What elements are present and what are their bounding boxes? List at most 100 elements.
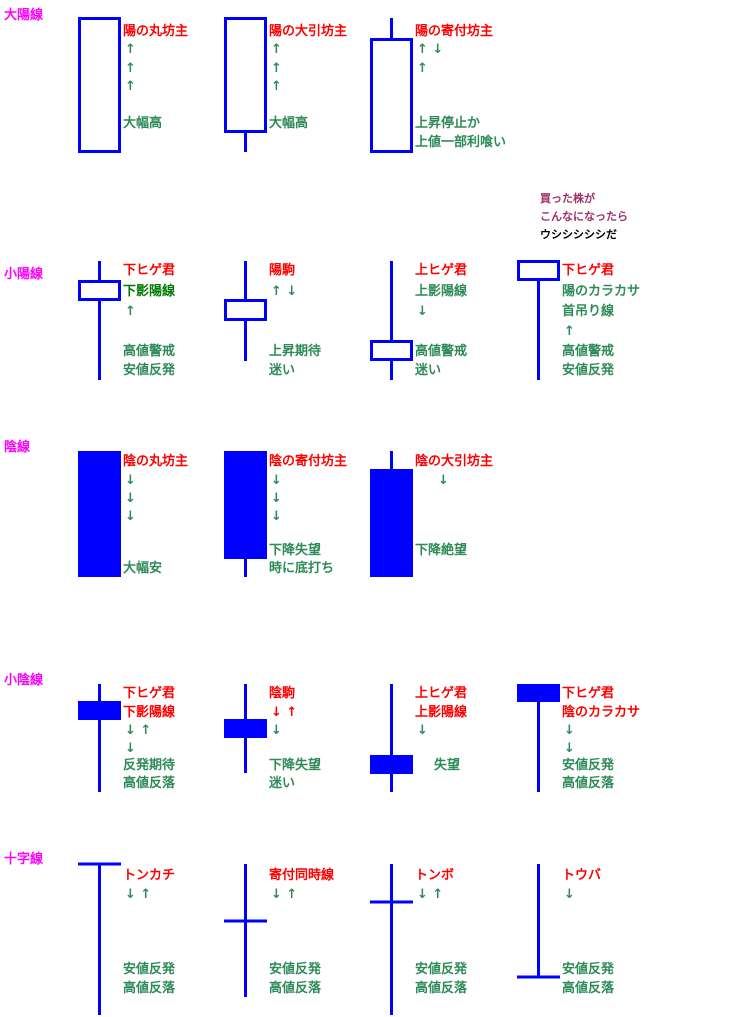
candle-body-yin xyxy=(370,469,413,577)
pattern-name: 陽の寄付坊主 xyxy=(415,24,494,39)
pattern-line: ↓ xyxy=(417,304,428,319)
pattern-line: ↓ xyxy=(417,723,428,738)
pattern-name: 陰の寄付坊主 xyxy=(269,454,348,469)
pattern-line: 迷い xyxy=(415,363,442,378)
pattern-line: 安値反発 xyxy=(562,962,615,977)
pattern-name: トウバ xyxy=(562,868,602,883)
pattern-line: 上昇期待 xyxy=(269,344,322,359)
pattern-line: 上影陽線 xyxy=(415,284,468,299)
candle-body-yang xyxy=(370,38,413,153)
pattern-name: 上ヒゲ君 xyxy=(415,263,468,278)
pattern-line: ↓ xyxy=(425,473,449,488)
pattern-line: ↑ xyxy=(564,324,575,339)
pattern-line: 安値反発 xyxy=(123,363,176,378)
pattern-line: ↓ xyxy=(125,491,136,506)
side-note-line-1: 買った株が xyxy=(540,192,595,205)
pattern-line: 反発期待 xyxy=(123,758,176,773)
pattern-line: ↑ xyxy=(271,61,282,76)
pattern-line: 高値警戒 xyxy=(123,344,176,359)
pattern-line: 下降絶望 xyxy=(415,543,468,558)
pattern-line: ↓ xyxy=(125,509,136,524)
candle-body-yang xyxy=(78,280,121,301)
pattern-name: 陽駒 xyxy=(269,263,296,278)
pattern-name: 下ヒゲ君 xyxy=(123,686,176,701)
section-title-small-yang: 小陽線 xyxy=(4,267,44,282)
pattern-line: ↓ ↑ xyxy=(271,887,298,902)
pattern-line: 安値反発 xyxy=(123,962,176,977)
pattern-line: 大幅高 xyxy=(123,116,163,131)
section-title-doji: 十字線 xyxy=(4,852,44,867)
side-note-line-3: ウシシシシシだ xyxy=(540,228,617,241)
pattern-line: ↓ xyxy=(271,509,282,524)
candle-body-yin xyxy=(517,684,560,702)
pattern-line: 迷い xyxy=(269,776,296,791)
candle-body-yang xyxy=(78,17,121,153)
side-note-line-2: こんなになったら xyxy=(540,210,628,223)
pattern-name: 陽の丸坊主 xyxy=(123,24,189,39)
pattern-line: 安値反発 xyxy=(562,758,615,773)
pattern-line: 下影陽線 xyxy=(123,284,176,299)
pattern-name: 下ヒゲ君 xyxy=(562,263,615,278)
pattern-name: 下ヒゲ君 xyxy=(562,686,615,701)
pattern-line: ↑ xyxy=(271,79,282,94)
candle-body-yang xyxy=(224,299,267,321)
pattern-name: トンカチ xyxy=(123,868,176,883)
pattern-name: 陰の大引坊主 xyxy=(415,454,494,469)
pattern-line: ↓ xyxy=(271,723,282,738)
pattern-line: ↓ ↑ xyxy=(417,887,444,902)
pattern-name: 寄付同時線 xyxy=(269,868,335,883)
pattern-line: ↓ xyxy=(564,723,575,738)
pattern-line: ↑ ↓ xyxy=(417,42,444,57)
pattern-line: 迷い xyxy=(269,363,296,378)
section-title-large-yang: 大陽線 xyxy=(4,8,44,23)
pattern-line: 高値反落 xyxy=(562,981,615,996)
pattern-line: ↓ xyxy=(271,491,282,506)
pattern-line: ↑ xyxy=(271,42,282,57)
pattern-line: 高値警戒 xyxy=(562,344,615,359)
pattern-line: 安値反発 xyxy=(562,363,615,378)
section-title-small-yin: 小陰線 xyxy=(4,673,44,688)
pattern-line: 安値反発 xyxy=(415,962,468,977)
pattern-line: ↓ ↑ xyxy=(271,705,298,720)
pattern-line: 高値反落 xyxy=(123,776,176,791)
pattern-line: 高値反落 xyxy=(415,981,468,996)
pattern-name: 上ヒゲ君 xyxy=(415,686,468,701)
candle-body-yang xyxy=(370,340,413,361)
pattern-line: ↓ ↑ xyxy=(125,887,152,902)
pattern-name: 下ヒゲ君 xyxy=(123,263,176,278)
candle-body-yin xyxy=(78,451,121,577)
pattern-line: ↓ xyxy=(564,887,575,902)
pattern-line: 下降失望 xyxy=(269,543,322,558)
pattern-line: ↑ xyxy=(125,304,136,319)
pattern-line: 首吊り線 xyxy=(562,304,615,319)
pattern-line: 安値反発 xyxy=(269,962,322,977)
pattern-line: 陽のカラカサ xyxy=(562,284,641,299)
pattern-name: 陰の丸坊主 xyxy=(123,454,189,469)
pattern-line: 大幅高 xyxy=(269,116,309,131)
pattern-line: ↓ ↑ xyxy=(125,723,152,738)
pattern-name: 陽の大引坊主 xyxy=(269,24,348,39)
candle-body-yin xyxy=(78,701,121,720)
candle-body-yang xyxy=(224,17,267,133)
pattern-line: 大幅安 xyxy=(123,561,163,576)
pattern-name: トンボ xyxy=(415,868,455,883)
pattern-line: 高値反落 xyxy=(269,981,322,996)
pattern-line: 時に底打ち xyxy=(269,561,335,576)
candle-body-yang xyxy=(517,260,560,281)
pattern-line: ↑ xyxy=(125,42,136,57)
section-title-large-yin: 陰線 xyxy=(4,440,31,455)
candle-body-yin xyxy=(370,755,413,774)
pattern-line: ↑ xyxy=(125,79,136,94)
pattern-line: 高値反落 xyxy=(562,776,615,791)
pattern-line: ↑ ↓ xyxy=(271,284,298,299)
pattern-line: ↑ xyxy=(125,61,136,76)
pattern-line: 上値一部利喰い xyxy=(415,135,507,150)
pattern-line: 下影陽線 xyxy=(123,705,176,720)
pattern-line: 高値警戒 xyxy=(415,344,468,359)
pattern-line: 陰のカラカサ xyxy=(562,705,641,720)
pattern-line: 上影陽線 xyxy=(415,705,468,720)
pattern-line: ↓ xyxy=(125,741,136,756)
pattern-line: ↓ xyxy=(564,741,575,756)
pattern-line: ↑ xyxy=(417,61,428,76)
